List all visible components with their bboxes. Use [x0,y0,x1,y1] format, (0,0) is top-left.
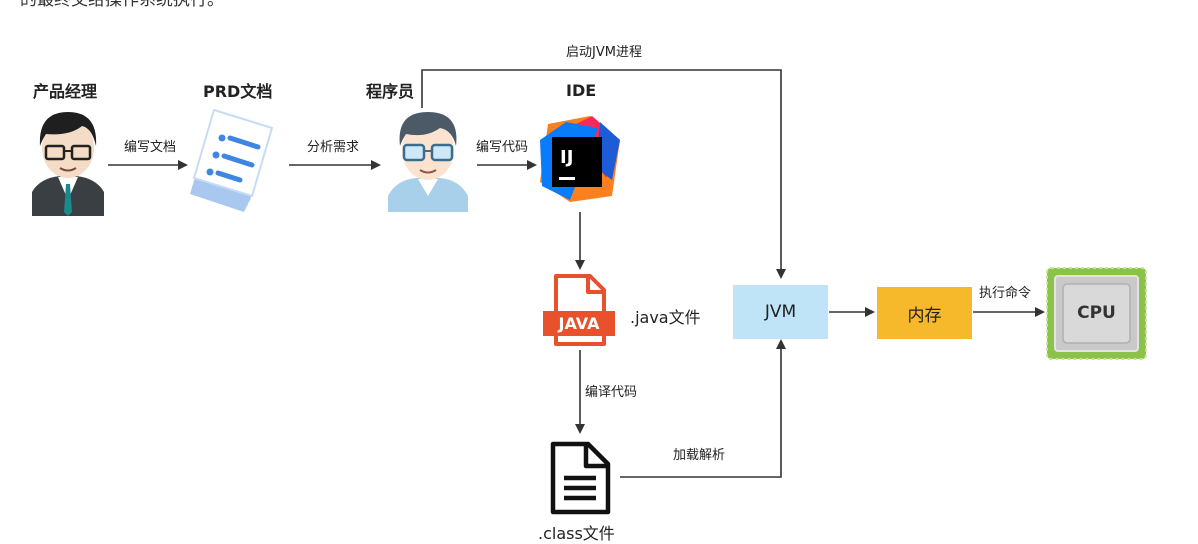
cpu-chip-icon [1046,267,1147,360]
java-file-icon [543,274,615,346]
ide-logo-text: IJ [560,147,573,168]
label-load-parse: 加载解析 [673,448,726,463]
arrow-class-to-jvm [620,339,786,478]
java-badge-text: JAVA [558,314,600,333]
label-write-doc: 编写文档 [124,140,177,155]
label-analyze: 分析需求 [307,140,360,155]
label-start-jvm: 启动JVM进程 [566,45,642,60]
class-file-label: .class文件 [538,524,615,543]
java-file-label: .java文件 [630,308,701,327]
cpu-label: CPU [1077,303,1116,323]
product-manager-avatar-icon [32,110,104,216]
class-file-icon [550,441,611,515]
arrow-start-jvm [421,69,786,279]
label-compile: 编译代码 [585,385,638,400]
jvm-box: JVM [733,285,828,339]
programmer-avatar-icon [388,112,468,212]
prd-document-icon [190,108,274,212]
label-write-code: 编写代码 [476,140,529,155]
ide-title: IDE [566,81,597,100]
programmer-title: 程序员 [366,82,415,101]
memory-box: 内存 [877,287,972,339]
memory-box-label: 内存 [907,305,942,326]
jvm-box-label: JVM [764,302,797,322]
label-exec-cmd: 执行命令 [979,286,1032,301]
prd-doc-title: PRD文档 [203,82,273,101]
intellij-logo-icon: IJ [540,116,620,202]
product-manager-title: 产品经理 [33,82,98,101]
intro-text: 的最终交给操作系统执行。 [20,0,224,10]
